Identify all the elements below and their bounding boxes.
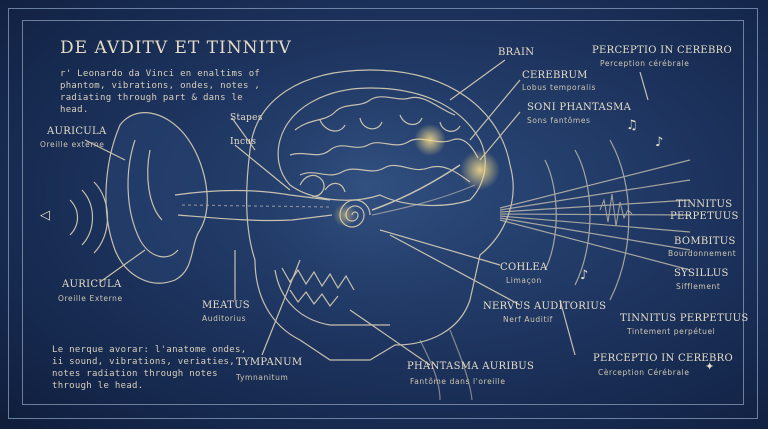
inner-frame (22, 20, 744, 405)
sublabel-auricula-top: Oreille externe (40, 140, 105, 149)
sublabel-tympanum: Tymnanitum (236, 373, 289, 382)
speaker-icon: ◁ (40, 208, 50, 223)
label-incus: Incus (230, 137, 257, 147)
label-perceptio-top: PERCEPTIO IN CEREBRO (592, 45, 732, 56)
label-meatus: MEATUS (202, 300, 250, 311)
brain-folds (277, 87, 486, 207)
jaw (274, 269, 390, 326)
label-sysillus: SYSILLUS (674, 268, 729, 279)
label-stapes: Stapes (230, 113, 263, 123)
label-bombitus: BOMBITUS (674, 236, 736, 247)
label-cohlea: COHLEA (500, 262, 548, 273)
label-auricula-top: AURICULA (47, 126, 107, 137)
bell-icon: ♫ (626, 118, 638, 133)
sublabel-bombitus: Bourdonnement (668, 249, 737, 258)
glow-spot (460, 150, 500, 190)
label-auricula-bottom: AURICULA (62, 279, 122, 290)
music-note-icon: ♪ (580, 268, 589, 283)
label-tympanum: TYMPANUM (236, 357, 303, 368)
sublabel-meatus: Auditorius (202, 314, 247, 323)
radiating-waves (499, 139, 691, 301)
star-sparkle-icon: ✦ (705, 360, 715, 373)
sound-waves-left (69, 181, 109, 254)
sublabel-sysillus: Sifflement (676, 282, 721, 291)
label-cerebrum: CEREBRUM (522, 70, 588, 81)
outer-frame (8, 8, 758, 419)
intro-note: r' Leonardo da Vinci en enaltims of phan… (60, 69, 261, 115)
music-note-icon: ♪ (655, 135, 664, 150)
sublabel-nervus: Nerf Auditif (503, 315, 553, 324)
label-soni-phantasma: SONI PHANTASMA (527, 102, 632, 113)
glow-spot (414, 124, 446, 156)
cochlea-spiral (339, 199, 371, 228)
sublabel-tinnitus: PERPETUUS (670, 211, 739, 222)
sublabel-soni-phantasma: Sons fantômes (527, 116, 591, 125)
label-tinnitus-perpetuus: TINNITUS PERPETUUS (620, 313, 749, 324)
sublabel-phantasma: Fantôme dans l'oreille (410, 377, 506, 386)
sublabel-auricula-bottom: Oreille Externe (58, 294, 123, 303)
sublabel-cerebrum: Lobus temporalis (522, 83, 597, 92)
label-phantasma: PHANTASMA AURIBUS (407, 361, 535, 372)
label-nervus: NERVUS AUDITORIUS (483, 301, 607, 312)
sublabel-perceptio-bottom: Cèrception Cérébrale (598, 368, 690, 377)
label-perceptio-bottom: PERCEPTIO IN CEREBRO (593, 353, 733, 364)
sublabel-tinnitus-perpetuus: Tintement perpétuel (627, 327, 716, 336)
auricle (105, 112, 208, 284)
label-brain: BRAIN (498, 47, 535, 58)
sublabel-perceptio-top: Perception cérébrale (600, 59, 690, 68)
glow-spot (333, 203, 357, 227)
bottom-note: Le nerque avorar: l'anatome ondes, ii so… (52, 345, 247, 391)
ossicles (299, 174, 346, 197)
ear-canal (174, 189, 331, 201)
skull-outline (246, 69, 514, 361)
page-title: DE AVDITV ET TINNITV (60, 38, 292, 58)
sublabel-cohlea: Limaçon (506, 276, 542, 285)
label-tinnitus: TINNITUS (676, 199, 733, 210)
nerve (371, 164, 461, 211)
